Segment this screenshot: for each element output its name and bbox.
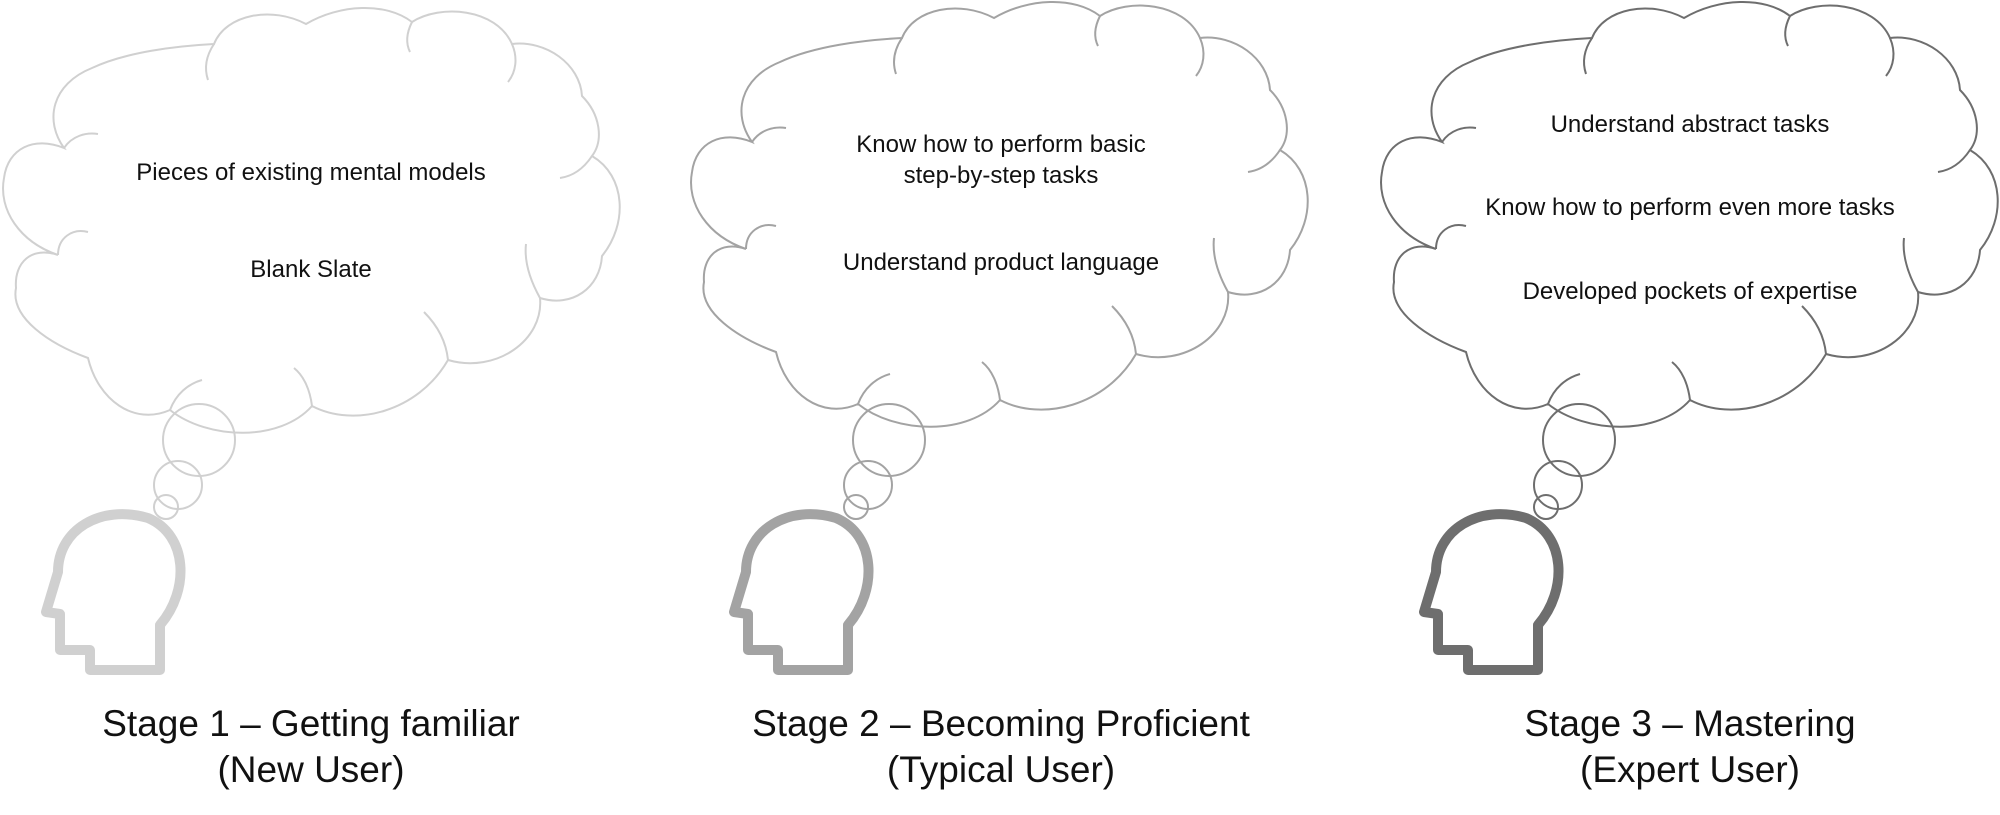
stage-1-artwork [2,6,621,675]
stage-2-artwork [690,0,1309,675]
stage-3: Understand abstract tasks Know how to pe… [1378,0,2000,815]
stage-2-title: Stage 2 – Becoming Proficient [752,703,1250,744]
stage-1: Pieces of existing mental models Blank S… [0,0,660,815]
stage-1-title: Stage 1 – Getting familiar [102,703,520,744]
head-icon [41,509,186,675]
thought-cloud-2 [690,0,1309,520]
stage-3-note: Developed pockets of expertise [1522,278,1858,305]
head-icon [729,509,874,675]
stage-2-note: step-by-step tasks [903,162,1099,189]
stage-2-note: Know how to perform basic [856,131,1146,158]
stage-1-note: Pieces of existing mental models [136,159,486,186]
thought-cloud-1 [2,6,621,520]
stage-1-note: Blank Slate [250,256,372,283]
stage-2-subtitle: (Typical User) [886,749,1116,790]
stage-2: Know how to perform basic step-by-step t… [688,0,1348,815]
stage-3-artwork [1380,0,1999,675]
head-icon [1419,509,1564,675]
stage-3-note: Know how to perform even more tasks [1485,194,1895,221]
stage-3-subtitle: (Expert User) [1580,749,1800,790]
stage-3-title: Stage 3 – Mastering [1524,703,1856,744]
stage-3-note: Understand abstract tasks [1550,111,1830,138]
thought-cloud-3 [1380,0,1999,520]
stage-2-note: Understand product language [842,249,1160,276]
stage-1-subtitle: (New User) [217,749,405,790]
